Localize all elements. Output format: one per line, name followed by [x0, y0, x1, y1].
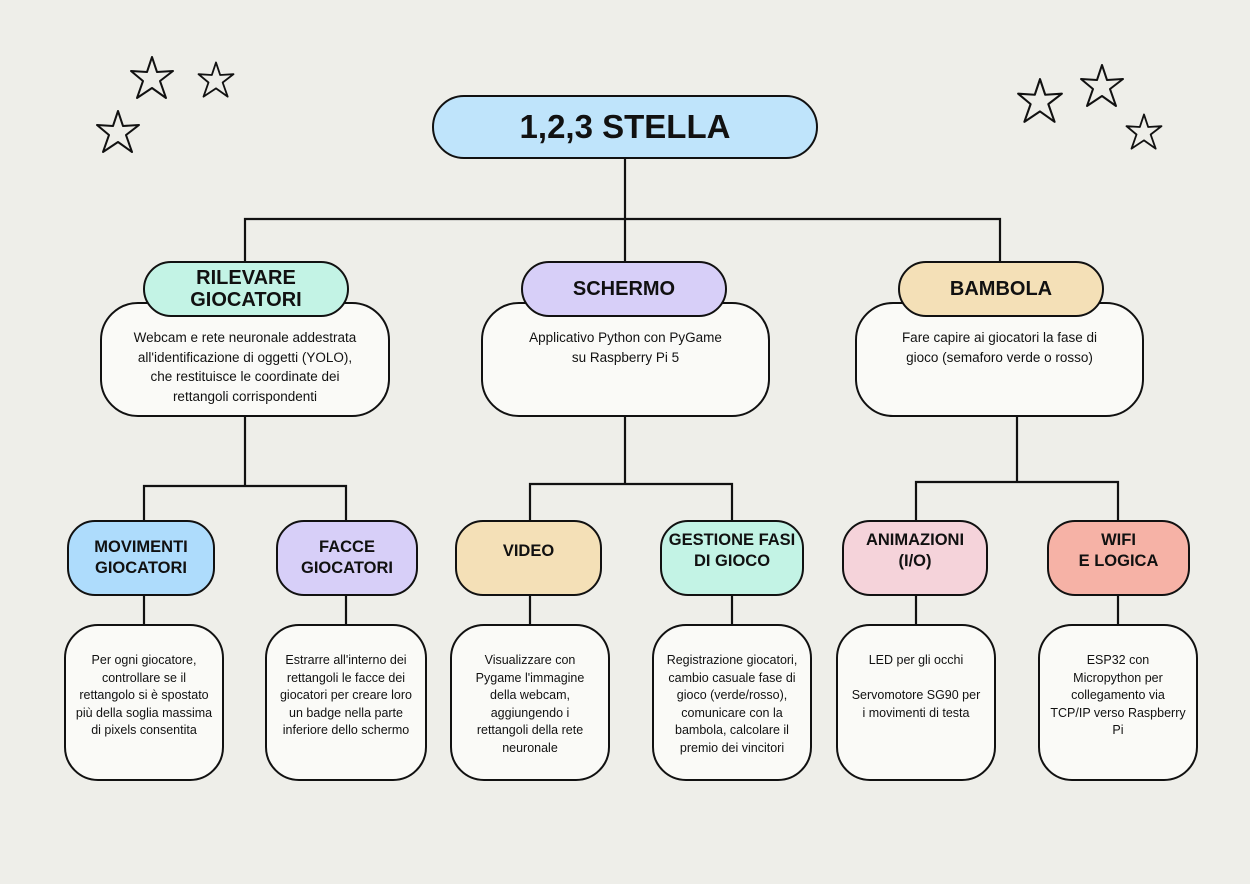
- branch-label-bambola: BAMBOLA: [898, 261, 1104, 317]
- leaf-description-video: Visualizzare con Pygame l'immagine della…: [450, 624, 610, 781]
- star-icon: [130, 56, 174, 99]
- branch-description-rilevare-giocatori: Webcam e rete neuronale addestrata all'i…: [100, 302, 390, 417]
- branch-description-bambola: Fare capire ai giocatori la fase di gioc…: [855, 302, 1144, 417]
- leaf-label-gestione-fasi-di-gioco: GESTIONE FASI DI GIOCO: [660, 520, 804, 596]
- leaf-label-video: VIDEO: [455, 520, 602, 596]
- diagram-title: 1,2,3 STELLA: [432, 95, 818, 159]
- leaf-description-gestione-fasi-di-gioco: Registrazione giocatori, cambio casuale …: [652, 624, 812, 781]
- connector-branch-3: [914, 416, 1120, 520]
- leaf-label-animazioni: ANIMAZIONI (I/O): [842, 520, 988, 596]
- connector-branch-2: [528, 416, 734, 520]
- leaf-label-movimenti-giocatori: MOVIMENTI GIOCATORI: [67, 520, 215, 596]
- leaf-description-animazioni: LED per gli occhi Servomotore SG90 per i…: [836, 624, 996, 781]
- connector-top-bus: [243, 217, 1002, 262]
- leaf-description-wifi-e-logica: ESP32 con Micropython per collegamento v…: [1038, 624, 1198, 781]
- leaf-description-movimenti-giocatori: Per ogni giocatore, controllare se il re…: [64, 624, 224, 781]
- branch-description-schermo: Applicativo Python con PyGame su Raspber…: [481, 302, 770, 417]
- connector-branch-1: [142, 416, 348, 520]
- leaf-description-facce-giocatori: Estrarre all'interno dei rettangoli le f…: [265, 624, 427, 781]
- branch-label-rilevare-giocatori: RILEVARE GIOCATORI: [143, 261, 349, 317]
- leaf-label-wifi-e-logica: WIFI E LOGICA: [1047, 520, 1190, 596]
- star-icon: [96, 110, 140, 153]
- leaf-label-facce-giocatori: FACCE GIOCATORI: [276, 520, 418, 596]
- star-icon: [1017, 78, 1063, 123]
- star-icon: [197, 61, 235, 98]
- star-icon: [1125, 113, 1163, 150]
- star-icon: [1080, 64, 1124, 107]
- branch-label-schermo: SCHERMO: [521, 261, 727, 317]
